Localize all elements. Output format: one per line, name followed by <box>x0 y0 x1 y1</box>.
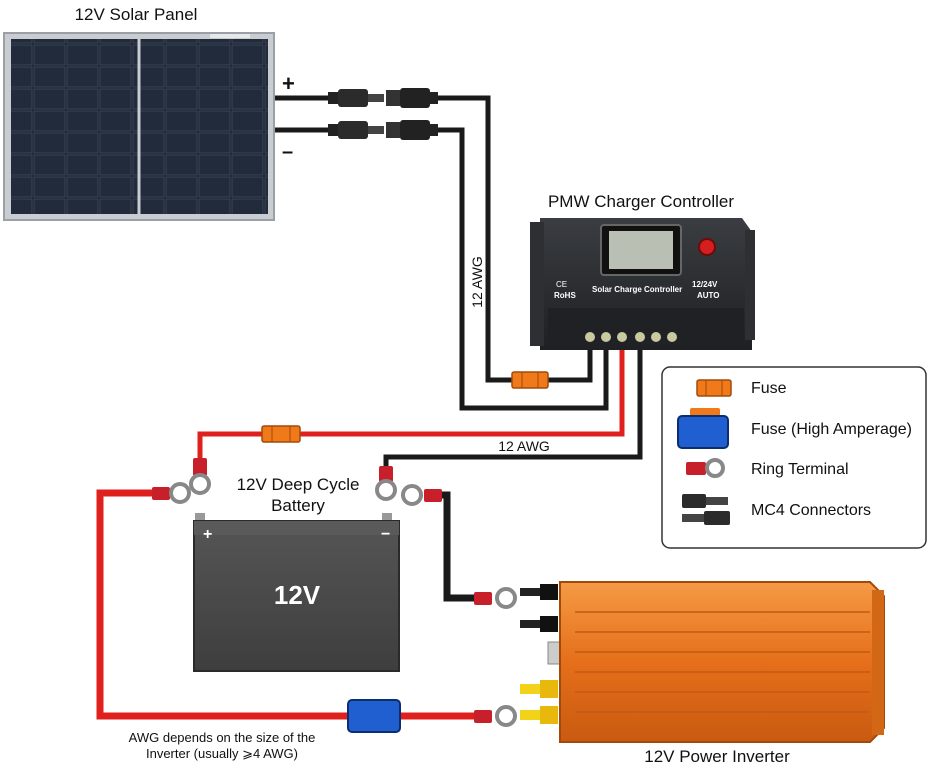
fuse-panel-line <box>511 371 549 389</box>
fuse-icon <box>696 379 732 397</box>
wires <box>96 95 643 720</box>
solar-panel-label: 12V Solar Panel <box>75 5 198 24</box>
controller-ce-mark: CE <box>556 280 567 289</box>
controller-device-name: Solar Charge Controller <box>592 285 682 294</box>
panel-negative-sign: – <box>282 141 293 163</box>
battery-title-line2: Battery <box>271 496 325 515</box>
power-inverter <box>520 581 885 743</box>
mc4-connector-icon <box>682 494 730 525</box>
battery-minus-sign: − <box>381 526 390 543</box>
awg-label-vertical: 12 AWG <box>469 256 485 308</box>
controller-voltage: 12/24V <box>692 280 718 289</box>
fuse-battery-line <box>261 425 301 443</box>
ring-terminal-icon <box>686 458 725 478</box>
battery-voltage-label: 12V <box>274 580 321 610</box>
solar-panel <box>3 32 275 221</box>
legend: Fuse Fuse (High Amperage) Ring Terminal … <box>661 366 927 549</box>
legend-item-mc4-connectors: MC4 Connectors <box>751 502 871 519</box>
legend-item-fuse: Fuse <box>751 380 787 397</box>
controller-rohs-mark: RoHS <box>554 291 576 300</box>
inverter-label: 12V Power Inverter <box>644 747 790 766</box>
battery-plus-sign: + <box>203 526 212 543</box>
panel-positive-sign: + <box>282 71 295 96</box>
mc4-connector-pair-positive <box>328 88 438 108</box>
charge-controller: CE RoHS Solar Charge Controller 12/24V A… <box>530 218 755 350</box>
controller-terminals <box>585 332 677 342</box>
controller-mode: AUTO <box>697 291 720 300</box>
legend-item-high-amperage-fuse: Fuse (High Amperage) <box>751 421 912 438</box>
controller-title: PMW Charger Controller <box>548 192 734 211</box>
high-amperage-fuse-icon <box>677 408 729 449</box>
awg-note-line2: Inverter (usually ⩾4 AWG) <box>146 746 298 761</box>
ring-terminals <box>152 458 517 727</box>
high-amperage-fuse <box>347 699 401 733</box>
battery: + − 12V <box>193 513 400 672</box>
mc4-connector-pair-negative <box>328 120 438 140</box>
battery-title-line1: 12V Deep Cycle <box>237 475 360 494</box>
legend-item-ring-terminal: Ring Terminal <box>751 461 849 478</box>
awg-label-horizontal: 12 AWG <box>498 438 550 454</box>
awg-note-line1: AWG depends on the size of the <box>129 730 316 745</box>
